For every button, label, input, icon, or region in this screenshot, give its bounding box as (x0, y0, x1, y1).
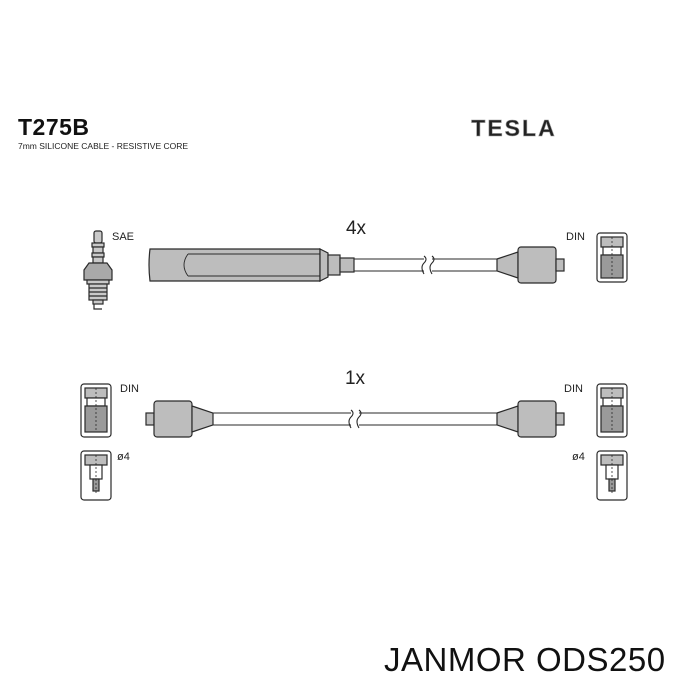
bottom-right-boot (496, 400, 565, 438)
top-distributor-boot (496, 246, 565, 284)
bottom-left-socket-icon (80, 383, 112, 438)
bottom-right-alt-socket-icon (596, 450, 628, 501)
bottom-right-socket-icon (596, 383, 628, 438)
bottom-right-alt-label: ø4 (572, 451, 585, 463)
bottom-left-alt-label: ø4 (117, 451, 130, 463)
top-cable (354, 255, 497, 275)
bottom-right-label: DIN (564, 383, 583, 395)
part-description: 7mm SILICONE CABLE - RESISTIVE CORE (18, 141, 189, 151)
footer-caption: JANMOR ODS250 (384, 641, 666, 678)
spark-plug-icon (83, 230, 113, 310)
top-right-socket-icon (596, 232, 628, 283)
brand-logo: TESLA (471, 115, 556, 141)
bottom-quantity-label: 1x (345, 368, 366, 389)
top-right-label: DIN (566, 231, 585, 243)
bottom-left-boot (145, 400, 214, 438)
bottom-cable (213, 409, 497, 429)
top-left-label: SAE (112, 231, 134, 243)
bottom-left-alt-socket-icon (80, 450, 112, 501)
part-code: T275B (18, 114, 90, 140)
bottom-left-label: DIN (120, 383, 139, 395)
plug-boot (148, 248, 355, 282)
top-quantity-label: 4x (346, 218, 367, 239)
